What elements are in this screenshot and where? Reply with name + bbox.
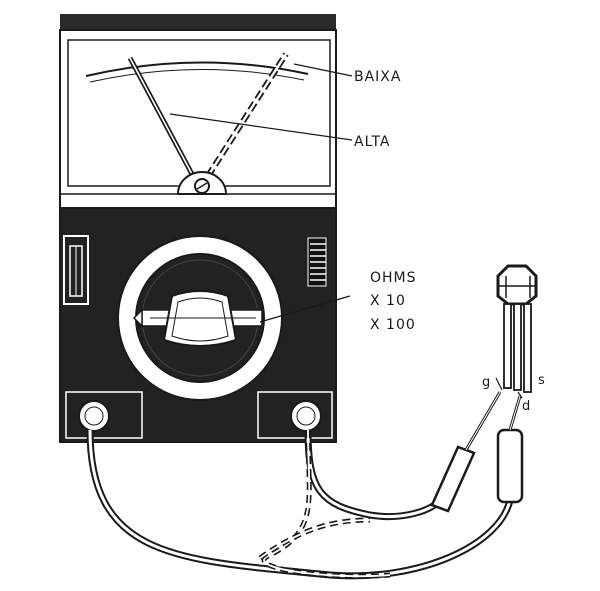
lead-alt-1 <box>261 429 391 579</box>
multimeter <box>59 14 337 443</box>
right-terminal <box>257 391 333 439</box>
slide-switch <box>63 235 89 305</box>
meter-scale-outer <box>85 61 309 77</box>
left-terminal <box>65 391 143 439</box>
pin-g-leg <box>503 303 512 389</box>
label-x100: X 100 <box>370 317 416 333</box>
probe-right <box>496 395 524 504</box>
needle-dashed <box>205 52 289 178</box>
ohms-adjust-wheel <box>307 237 327 287</box>
probe-left <box>430 391 502 513</box>
test-leads <box>86 429 514 580</box>
label-ohms: OHMS <box>370 270 417 286</box>
pin-s-leg <box>523 303 532 393</box>
label-pin-g: g <box>482 375 490 390</box>
label-x10: X 10 <box>370 293 406 309</box>
label-baixa: BAIXA <box>354 69 401 85</box>
leader-lines <box>169 63 523 399</box>
range-selector-knob <box>117 235 283 401</box>
meter-scale-inner <box>89 68 305 83</box>
transistor <box>496 264 538 393</box>
label-pin-d: d <box>522 399 530 414</box>
pin-d-leg <box>513 303 522 391</box>
label-alta: ALTA <box>354 134 391 150</box>
label-pin-s: s <box>538 373 545 388</box>
